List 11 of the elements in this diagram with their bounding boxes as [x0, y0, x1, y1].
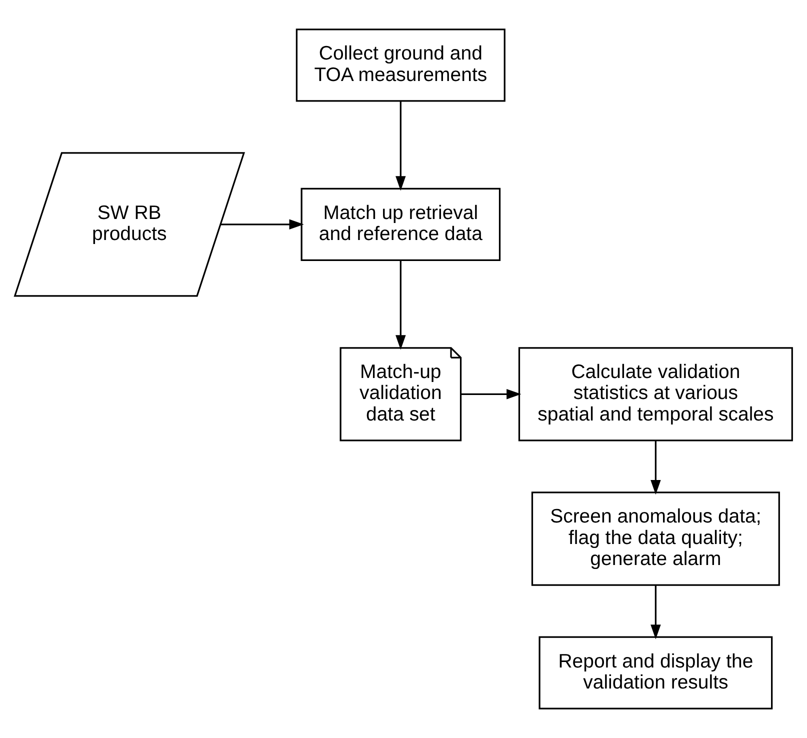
node-box: Collect ground and TOA measurements — [296, 28, 506, 102]
node-box: Match up retrieval and reference data — [300, 188, 501, 261]
node-box: Calculate validation statistics at various spatial and temporal scales — [518, 347, 793, 442]
arrow — [650, 440, 661, 495]
node-box: Screen anomalous data; flag the data quality; generate alarm — [531, 492, 780, 586]
arrow — [396, 260, 406, 350]
arrow — [460, 389, 522, 400]
arrow — [650, 585, 661, 640]
arrow — [220, 219, 304, 230]
node-box: Report and display the validation results — [538, 636, 773, 710]
arrow — [396, 101, 406, 191]
